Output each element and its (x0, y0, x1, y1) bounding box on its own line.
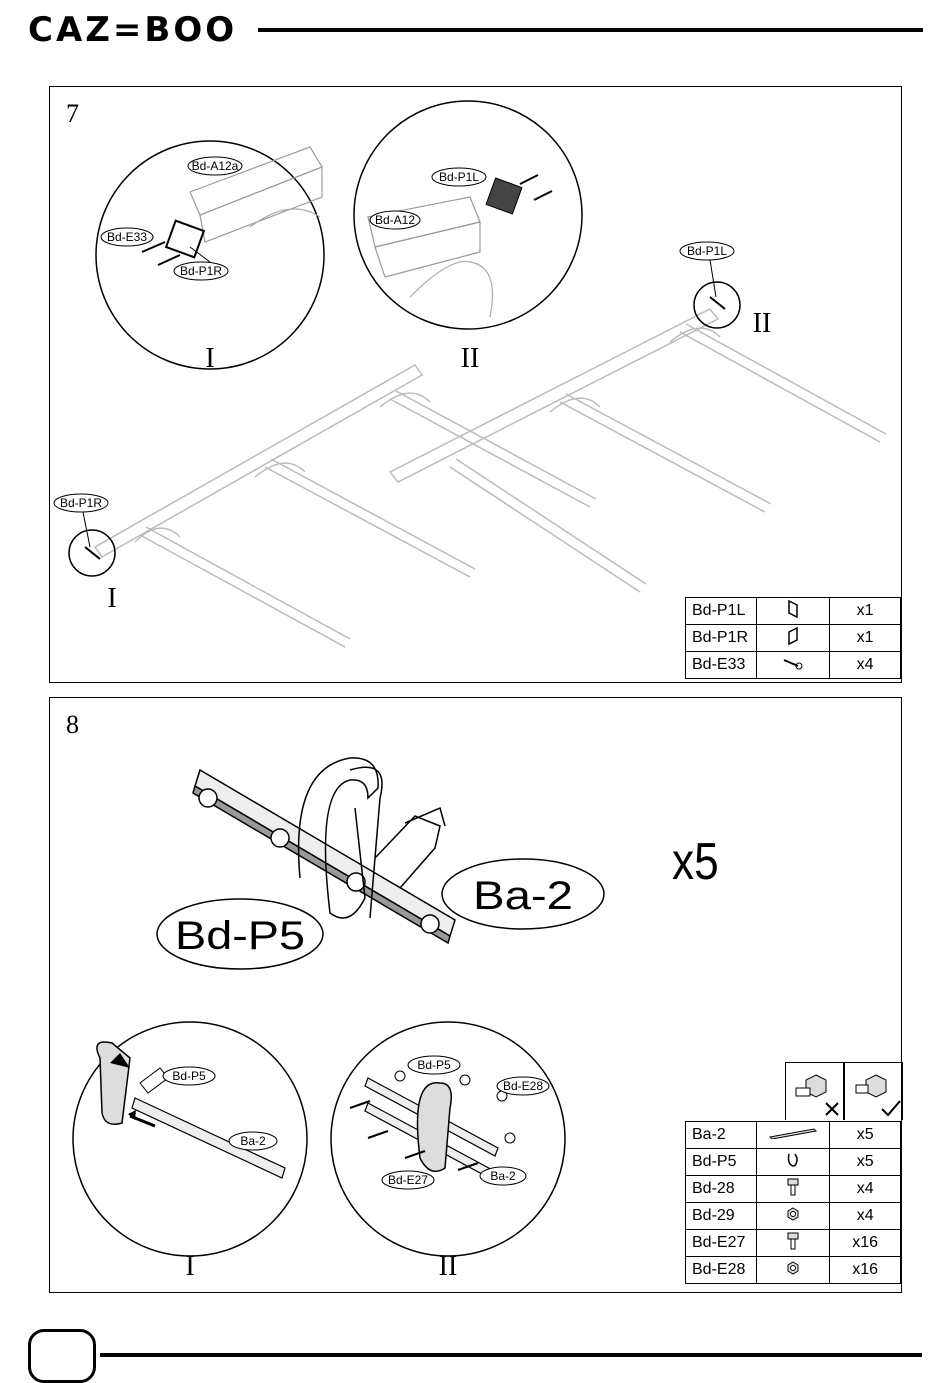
svg-text:Bd-P5: Bd-P5 (172, 1069, 206, 1083)
roman-label-i: I (205, 343, 214, 374)
table-row: Bd-P5 x5 (686, 1149, 901, 1176)
brand-logo: CAZ=BOO (28, 10, 237, 50)
part-qty: x16 (830, 1230, 901, 1257)
table-row: Bd-28 x4 (686, 1176, 901, 1203)
table-row: Bd-E27 x16 (686, 1230, 901, 1257)
correct-orientation-icon (856, 1075, 900, 1115)
table-row: Bd-P1L x1 (686, 598, 901, 625)
part-qty: x4 (830, 1176, 901, 1203)
table-row: Ba-2 x5 (686, 1122, 901, 1149)
label-ba-2: Ba-2 (442, 859, 604, 929)
step-7-illustration: Bd-A12a Bd-E33 Bd-P1R I Bd-P1L Bd-A12 (50, 87, 903, 684)
part-qty: x1 (830, 625, 901, 652)
roman-label-ii: II (439, 1251, 458, 1282)
part-qty: x1 (830, 598, 901, 625)
svg-text:Ba-2: Ba-2 (240, 1134, 266, 1148)
footer-rule (100, 1353, 922, 1357)
callout-main-p1l: Bd-P1L (680, 242, 734, 297)
callout-ii-p5: Bd-P5 (408, 1056, 460, 1074)
part-qty: x5 (830, 1149, 901, 1176)
svg-text:Bd-P5: Bd-P5 (417, 1058, 451, 1072)
callout-i-p5: Bd-P5 (163, 1067, 215, 1085)
multiplier: x5 (672, 832, 719, 892)
wrong-orientation-icon (796, 1075, 838, 1115)
part-code: Bd-E33 (686, 652, 757, 679)
svg-text:Bd-P1L: Bd-P1L (439, 170, 479, 184)
callout-main-p1r: Bd-P1R (54, 494, 108, 547)
part-code: Bd-29 (686, 1203, 757, 1230)
part-code: Bd-28 (686, 1176, 757, 1203)
table-row: Bd-E28 x16 (686, 1257, 901, 1284)
callout-ii-p1l: Bd-P1L (432, 168, 486, 186)
svg-text:Bd-P1R: Bd-P1R (180, 264, 222, 278)
svg-text:Bd-E28: Bd-E28 (503, 1079, 543, 1093)
callout-i-e33: Bd-E33 (101, 228, 153, 246)
part-code: Bd-E28 (686, 1257, 757, 1284)
bolt-icon (756, 1230, 830, 1257)
detail-marker-ii (694, 282, 740, 328)
table-row: Bd-P1R x1 (686, 625, 901, 652)
svg-text:Bd-E33: Bd-E33 (107, 230, 147, 244)
part-qty: x5 (830, 1122, 901, 1149)
bracket-right-icon (757, 625, 830, 652)
callout-ii-ba2: Ba-2 (480, 1167, 526, 1185)
callout-i-p1r: Bd-P1R (174, 262, 228, 280)
callout-ii-e28: Bd-E28 (497, 1077, 549, 1095)
svg-text:Bd-A12a: Bd-A12a (192, 159, 239, 173)
part-qty: x4 (830, 652, 901, 679)
nut-orientation-guide (785, 1062, 903, 1120)
step-7-parts-table: Bd-P1L x1 Bd-P1R x1 Bd-E33 x4 (685, 597, 901, 679)
label-bd-p5: Bd-P5 (157, 899, 323, 969)
step-8-parts-table: Ba-2 x5 Bd-P5 x5 Bd-28 x4 Bd-29 x4 Bd-E2… (685, 1121, 901, 1284)
table-row: Bd-E33 x4 (686, 652, 901, 679)
roman-label-ii: II (461, 343, 480, 374)
svg-text:Bd-P5: Bd-P5 (175, 914, 305, 958)
callout-ii-e27: Bd-E27 (382, 1171, 434, 1189)
part-qty: x4 (830, 1203, 901, 1230)
callout-i-a12a: Bd-A12a (188, 157, 242, 175)
part-code: Ba-2 (686, 1122, 757, 1149)
clamp-icon (756, 1149, 830, 1176)
step-8-panel: 8 Bd-P5 Ba-2 (49, 697, 902, 1293)
table-row: Bd-29 x4 (686, 1203, 901, 1230)
svg-text:Ba-2: Ba-2 (473, 874, 573, 918)
part-code: Bd-P5 (686, 1149, 757, 1176)
nut-icon (756, 1203, 830, 1230)
callout-i-ba2: Ba-2 (229, 1132, 277, 1150)
callout-ii-a12: Bd-A12 (370, 211, 420, 229)
step-7-panel: 7 Bd-A12a Bd-E33 Bd-P1R I (49, 86, 902, 683)
svg-text:Ba-2: Ba-2 (490, 1169, 516, 1183)
svg-text:Bd-P1R: Bd-P1R (60, 496, 102, 510)
part-code: Bd-P1R (686, 625, 757, 652)
nut-icon (756, 1257, 830, 1284)
svg-text:Bd-P1L: Bd-P1L (687, 244, 727, 258)
svg-text:Bd-A12: Bd-A12 (375, 213, 415, 227)
main-roman-i: I (107, 583, 116, 614)
part-code: Bd-P1L (686, 598, 757, 625)
svg-text:Bd-E27: Bd-E27 (388, 1173, 428, 1187)
flat-bar-icon (756, 1122, 830, 1149)
header-rule (258, 28, 923, 32)
bracket-left-icon (757, 598, 830, 625)
roman-label-i: I (185, 1251, 194, 1282)
part-code: Bd-E27 (686, 1230, 757, 1257)
screw-icon (757, 652, 830, 679)
part-qty: x16 (830, 1257, 901, 1284)
main-roman-ii: II (753, 308, 772, 339)
page-number-box (28, 1329, 96, 1383)
bolt-icon (756, 1176, 830, 1203)
